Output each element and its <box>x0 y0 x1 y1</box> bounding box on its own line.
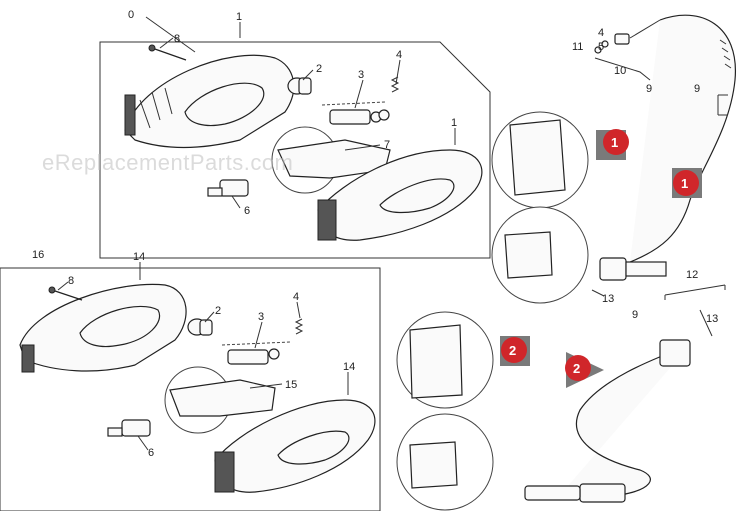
callout-13: 13 <box>706 313 718 325</box>
trigger-latch-top <box>287 77 312 95</box>
callout-9: 9 <box>646 83 652 95</box>
detail-circle-1 <box>491 111 589 209</box>
hose-top <box>599 14 736 281</box>
bracket-12 <box>664 284 726 300</box>
callout-11: 11 <box>572 41 583 53</box>
handle-half-top <box>124 54 295 149</box>
detail-circle-2 <box>491 206 589 304</box>
marker-1-upper: 1 <box>596 129 629 160</box>
watermark: eReplacementParts.com <box>42 150 293 175</box>
callout-13: 13 <box>602 293 614 305</box>
callout-9: 9 <box>632 309 638 321</box>
svg-text:1: 1 <box>611 135 618 150</box>
callout-16: 16 <box>32 249 44 261</box>
callout-4: 4 <box>598 27 604 39</box>
spring-bottom <box>294 318 304 335</box>
handle-full-bottom <box>214 399 376 493</box>
marker-2-right: 2 <box>565 352 604 388</box>
valve-assembly-bottom <box>221 341 291 365</box>
marker-1-lower: 1 <box>672 168 702 198</box>
valve-assembly-top <box>321 101 390 125</box>
callout-3: 3 <box>358 69 364 81</box>
svg-text:1: 1 <box>681 176 688 191</box>
connector-bottom <box>107 419 151 437</box>
connector-top <box>207 179 249 197</box>
hose-bottom <box>524 339 691 503</box>
callout-12: 12 <box>686 269 698 281</box>
handle-half-bottom <box>19 283 187 373</box>
callout-10: 10 <box>614 65 626 77</box>
top-assembly-frame <box>99 41 491 259</box>
callout-15: 15 <box>285 379 297 391</box>
svg-text:2: 2 <box>509 343 516 358</box>
callout-1: 1 <box>236 11 242 23</box>
callout-5: 5 <box>598 41 604 53</box>
callout-3: 3 <box>258 311 264 323</box>
bracket-9 <box>717 94 728 116</box>
callout-0: 0 <box>128 9 134 21</box>
callout-9: 9 <box>694 83 700 95</box>
callout-14: 14 <box>133 251 145 263</box>
detail-circle-3 <box>396 311 494 409</box>
detail-circle-4 <box>396 413 494 511</box>
callout-14: 14 <box>343 361 355 373</box>
trigger-latch-bottom <box>187 318 213 336</box>
screw-top <box>148 44 187 61</box>
bracket-10 <box>594 57 651 81</box>
bottom-assembly-frame <box>0 267 381 511</box>
callout-6: 6 <box>148 447 154 459</box>
spring-top <box>390 76 400 93</box>
callout-2: 2 <box>316 63 322 75</box>
callout-4: 4 <box>396 49 402 61</box>
callout-6: 6 <box>244 205 250 217</box>
callout-1: 1 <box>451 117 457 129</box>
callout-4: 4 <box>293 291 299 303</box>
handle-full-top <box>317 149 483 241</box>
callout-7: 7 <box>384 139 390 151</box>
zoom-circle-top <box>271 126 391 194</box>
svg-text:2: 2 <box>573 361 580 376</box>
leader-lines <box>57 16 713 451</box>
callout-2: 2 <box>215 305 221 317</box>
marker-2-left: 2 <box>500 336 530 366</box>
screw-bottom <box>48 286 83 301</box>
callout-labels: 0 1 8 2 3 4 7 1 6 11 4 5 10 9 9 16 14 8 … <box>32 9 718 459</box>
hose-fitting-top <box>594 19 661 54</box>
callout-8: 8 <box>174 33 180 45</box>
callout-8: 8 <box>68 275 74 287</box>
zoom-circle-bottom <box>164 366 276 434</box>
